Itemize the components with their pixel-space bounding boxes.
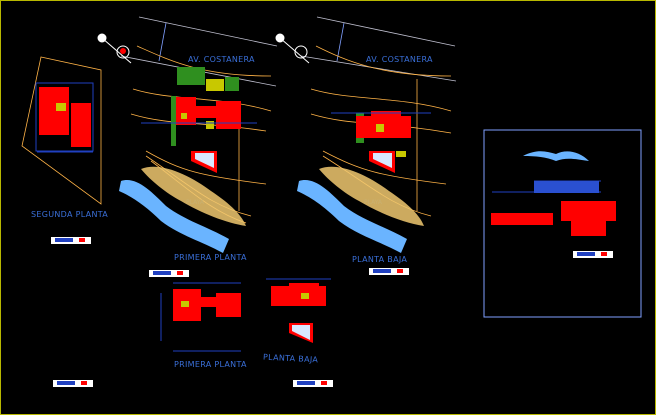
elevation-blocks [534, 181, 599, 193]
sea-water [119, 151, 589, 253]
title-block [149, 270, 189, 277]
plan-title: PLANTA BAJA [352, 255, 408, 264]
title-block [369, 268, 409, 275]
floor-plan-details [56, 79, 406, 307]
title-block [53, 380, 93, 387]
dimension-lines [35, 82, 601, 352]
title-block [293, 380, 333, 387]
property-lines [120, 16, 457, 87]
north-arrow-icon [97, 33, 132, 64]
beach-label: PLAYA [186, 199, 205, 206]
street-label: AV. COSTANERA [188, 55, 255, 64]
beach-label: PLAYA [364, 199, 383, 206]
street-label: AV. COSTANERA [366, 55, 433, 64]
title-block [51, 237, 91, 244]
glazing [195, 153, 392, 340]
site-boundary [21, 56, 102, 205]
plan-title: PRIMERA PLANTA [174, 360, 247, 369]
north-arrow-icon [275, 33, 310, 64]
title-block [573, 251, 613, 258]
sheet-frame [483, 129, 642, 318]
plan-title: PRIMERA PLANTA [174, 253, 247, 262]
plan-title: SEGUNDA PLANTA [31, 210, 109, 219]
beach-sand [141, 166, 424, 226]
floor-plan-walls [39, 87, 616, 343]
